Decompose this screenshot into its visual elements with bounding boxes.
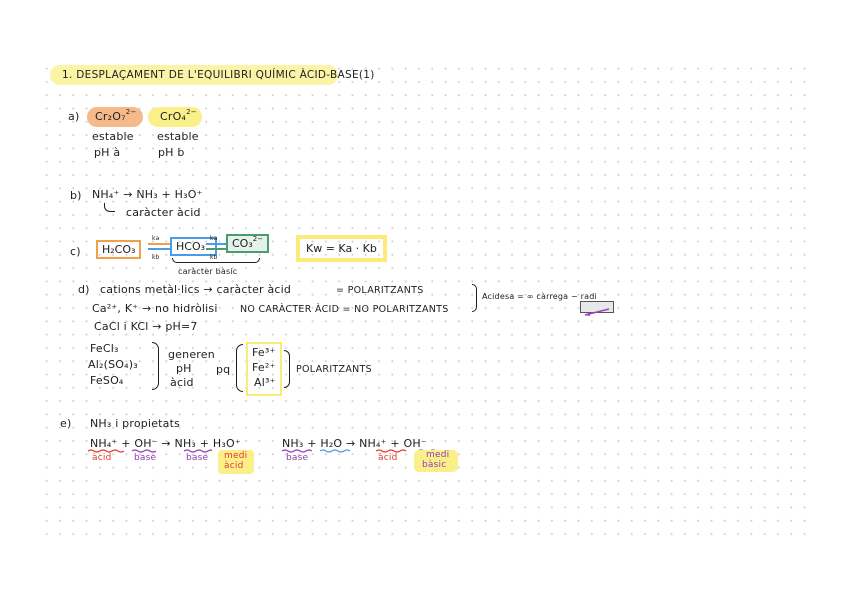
medium-acid-label: àcid	[224, 461, 244, 471]
section-e-label: e)	[60, 417, 72, 430]
cations-highlight-box	[246, 342, 282, 396]
arrow-diagram-box	[580, 301, 614, 316]
ph-label: pH	[176, 362, 192, 375]
hook-arrow-icon	[104, 203, 115, 212]
section-c-label: c)	[70, 245, 81, 258]
medium-basic-highlight	[414, 450, 458, 472]
term-nh3: NH₃	[174, 437, 197, 450]
medium-basic-label: bàsic	[422, 460, 447, 470]
ka-label-1: ka	[152, 235, 160, 242]
forward-arrow-orange	[148, 243, 170, 245]
right-brace-polarizing	[284, 350, 290, 388]
chromate-note-ph: pH b	[158, 146, 185, 159]
acid-label-red: àcid	[378, 453, 398, 463]
ammonia-heading: NH₃ i propietats	[90, 417, 181, 430]
forward-arrow-blue	[206, 243, 226, 245]
basic-character-note: caràcter bàsic	[178, 267, 238, 276]
chromate-note-stable: estable	[157, 130, 199, 143]
acid-character-note: caràcter àcid	[126, 206, 201, 219]
reaction-2: NH₃ + H₂O → NH₄⁺ + OH⁻	[282, 437, 427, 450]
medium-label: medi	[426, 450, 450, 460]
purple-underline-squiggle	[132, 449, 157, 453]
term-h2o: H₂O	[320, 437, 343, 450]
acid-label-red: àcid	[92, 453, 112, 463]
medium-label: medi	[224, 451, 248, 461]
section-d-label: d)	[78, 283, 90, 296]
base-label-purple: base	[286, 453, 309, 463]
dichromate-note-stable: estable	[92, 130, 134, 143]
because-label: pq	[216, 363, 231, 376]
carbonic-acid-box: H₂CO₃	[96, 240, 142, 259]
salt-feso4: FeSO₄	[90, 374, 124, 387]
no-hydrolysis-line: Ca²⁺, K⁺ → no hidròlisi	[92, 302, 218, 315]
carbonate-box: CO₃2−	[226, 234, 270, 253]
salt-al2so43: Al₂(SO₄)₃	[88, 358, 138, 371]
purple-underline-squiggle	[184, 449, 212, 453]
reaction-1: NH₄⁺ + OH⁻ → NH₃ + H₃O⁺	[90, 437, 241, 450]
base-label-purple: base	[134, 453, 157, 463]
cation-fe3: Fe³⁺	[252, 346, 276, 359]
cation-al3: Al³⁺	[254, 376, 276, 389]
term-h3o: H₃O⁺	[212, 437, 241, 450]
title-highlight	[50, 65, 338, 85]
term-oh: OH⁻	[403, 437, 427, 450]
ka-label-2: ka	[210, 235, 218, 242]
left-brace-cations	[236, 344, 243, 392]
purple-underline-squiggle	[282, 449, 312, 453]
red-underline-squiggle	[88, 449, 124, 453]
page-title: 1. DESPLAÇAMENT de L'EQUILIBRI QUÍMIC Àc…	[62, 69, 375, 81]
medium-acid-highlight	[218, 450, 254, 474]
diagonal-arrow-icon	[584, 308, 610, 316]
section-b-label: b)	[70, 189, 82, 202]
neutral-salts-line: CaCl i KCl → pH=7	[94, 320, 198, 333]
metal-cations-line: cations metàl·lics → caràcter àcid	[100, 283, 292, 296]
ammonium-equation: NH₄⁺ → NH₃ + H₃O⁺	[92, 188, 203, 201]
bicarbonate-box: HCO₃⁻	[170, 237, 217, 256]
polarizing-label: = POLARITZANTS	[336, 285, 424, 296]
kb-label-1: kb	[152, 254, 160, 261]
right-brace-salts	[152, 342, 159, 390]
salt-fecl3: FeCl₃	[90, 342, 119, 355]
acid-label: àcid	[170, 376, 194, 389]
curly-brace-underline	[172, 258, 260, 263]
term-nh4: NH₄⁺	[359, 437, 387, 450]
generate-label: generen	[168, 348, 215, 361]
term-nh4: NH₄⁺	[90, 437, 118, 450]
cation-fe2: Fe²⁺	[252, 361, 276, 374]
section-a-label: a)	[68, 110, 80, 123]
dichromate-note-ph: pH à	[94, 146, 121, 159]
kw-formula-box: Kw = Ka · Kb	[296, 235, 387, 262]
base-label-purple: base	[186, 453, 209, 463]
reverse-arrow-green	[206, 248, 226, 250]
reverse-arrow-blue	[148, 248, 170, 250]
right-brace-acidity	[472, 284, 477, 312]
acidity-note: Acidesa = ∞ càrrega − radi	[482, 292, 597, 301]
term-oh: OH⁻	[134, 437, 158, 450]
kb-label-2: kb	[210, 254, 218, 261]
red-underline-squiggle	[376, 449, 407, 453]
dichromate-formula: Cr₂O₇2−	[95, 108, 137, 124]
chromate-highlight	[148, 107, 202, 127]
dichromate-highlight	[87, 107, 143, 127]
chromate-formula: CrO₄2−	[160, 108, 197, 124]
cations-polarizing-label: POLARITZANTS	[296, 364, 372, 375]
blue-underline-squiggle	[320, 449, 350, 453]
term-nh3: NH₃	[282, 437, 304, 450]
non-polarizing-label: no caràcter àcid = NO POLARITZANTS	[240, 304, 449, 315]
